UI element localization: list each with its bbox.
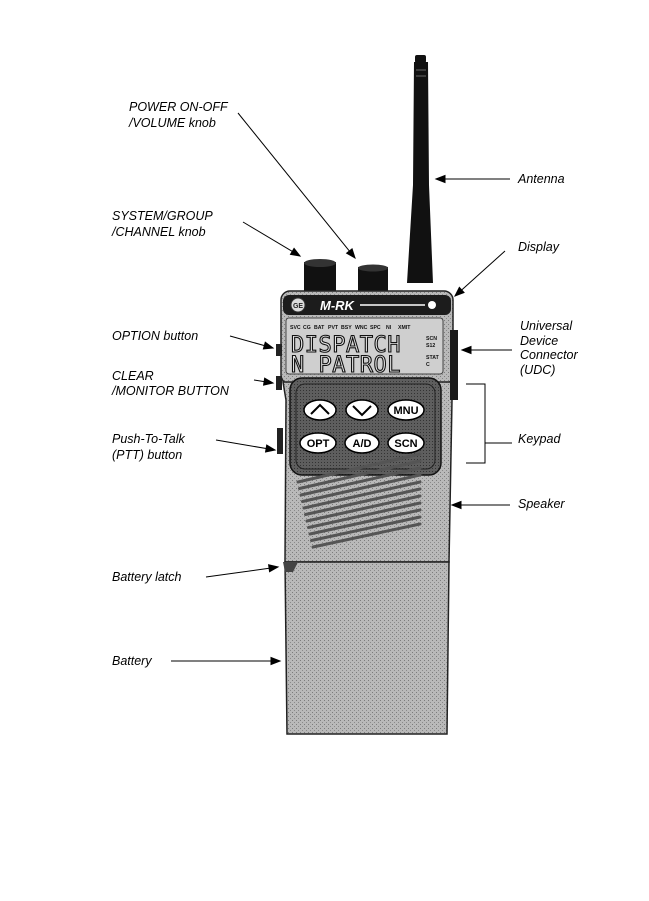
label-udc-3: Connector [520,348,579,362]
lcd-side-indicator: SCN [426,336,437,342]
menu-button-label: MNU [393,405,418,417]
scan-key[interactable]: SCN [388,433,424,453]
arrowhead-icon [347,249,355,258]
label-system-2: /CHANNEL knob [111,225,206,239]
lcd-side-indicator: C [426,362,430,368]
scan-key-label: SCN [394,438,417,450]
ptt-button[interactable] [277,428,283,454]
label-keypad: Keypad [518,432,561,446]
label-ptt-2: (PTT) button [112,448,182,462]
label-ptt-1: Push-To-Talk [112,432,185,446]
leader-battery-latch [206,565,278,577]
lcd-side-indicator: S12 [426,343,435,349]
arrowhead-icon [436,176,445,183]
down-button[interactable] [346,400,378,420]
label-power-2: /VOLUME knob [128,116,216,130]
leader-udc [462,347,512,354]
lcd-indicator: XMIT [398,325,411,331]
label-battery: Battery [112,654,152,668]
lcd-indicator: PVT [328,325,339,331]
lcd-side-indicator: STAT [426,355,440,361]
menu-button[interactable]: MNU [388,400,424,420]
option-key-label: OPT [307,438,330,450]
clear-monitor-button[interactable] [276,376,282,390]
udc-connector[interactable] [450,330,458,400]
ad-key[interactable]: A/D [345,433,379,453]
label-udc-2: Device [520,334,558,348]
arrowhead-icon [266,445,275,452]
leader-system [243,222,300,256]
leader-power [238,113,355,258]
label-battery-latch: Battery latch [112,570,182,584]
label-display: Display [518,240,560,254]
label-udc-1: Universal [520,319,573,333]
ad-key-label: A/D [353,438,372,450]
label-speaker: Speaker [518,497,565,511]
option-key[interactable]: OPT [300,433,336,453]
leader-antenna [436,176,510,183]
leader-battery [171,658,280,665]
option-button[interactable] [276,344,282,356]
label-clear-1: CLEAR [112,369,154,383]
label-udc-4: (UDC) [520,363,555,377]
keypad-bracket [466,384,512,463]
leader-ptt [216,440,275,452]
label-system-1: SYSTEM/GROUP [112,209,213,223]
label-antenna: Antenna [517,172,565,186]
lcd-indicator: SPC [370,325,381,331]
label-clear-2: /MONITOR BUTTON [111,384,230,398]
label-option: OPTION button [112,329,198,343]
arrowhead-icon [269,565,278,572]
label-power-1: POWER ON-OFF [129,100,229,114]
arrowhead-icon [452,502,461,509]
battery-pack [283,562,449,734]
lcd-indicator: NI [386,325,392,331]
arrowhead-icon [263,342,273,349]
lcd-indicator: CG [303,325,311,331]
up-button[interactable] [304,400,336,420]
leader-clear [254,378,273,385]
lcd-line-2: N PATROL [291,353,401,378]
antenna [407,55,433,283]
lcd-indicator: WNC [355,325,368,331]
arrowhead-icon [290,248,300,256]
leader-display [455,251,505,296]
arrowhead-icon [462,347,471,354]
lcd-indicator: SVC [290,325,301,331]
arrowhead-icon [264,378,273,385]
arrowhead-icon [271,658,280,665]
leader-option [230,336,273,349]
logo-text: GE [293,303,303,310]
brand-name: M-RK [320,298,356,313]
lcd-indicator: BAT [314,325,325,331]
leader-speaker [452,502,510,509]
lcd-indicator: BSY [341,325,352,331]
